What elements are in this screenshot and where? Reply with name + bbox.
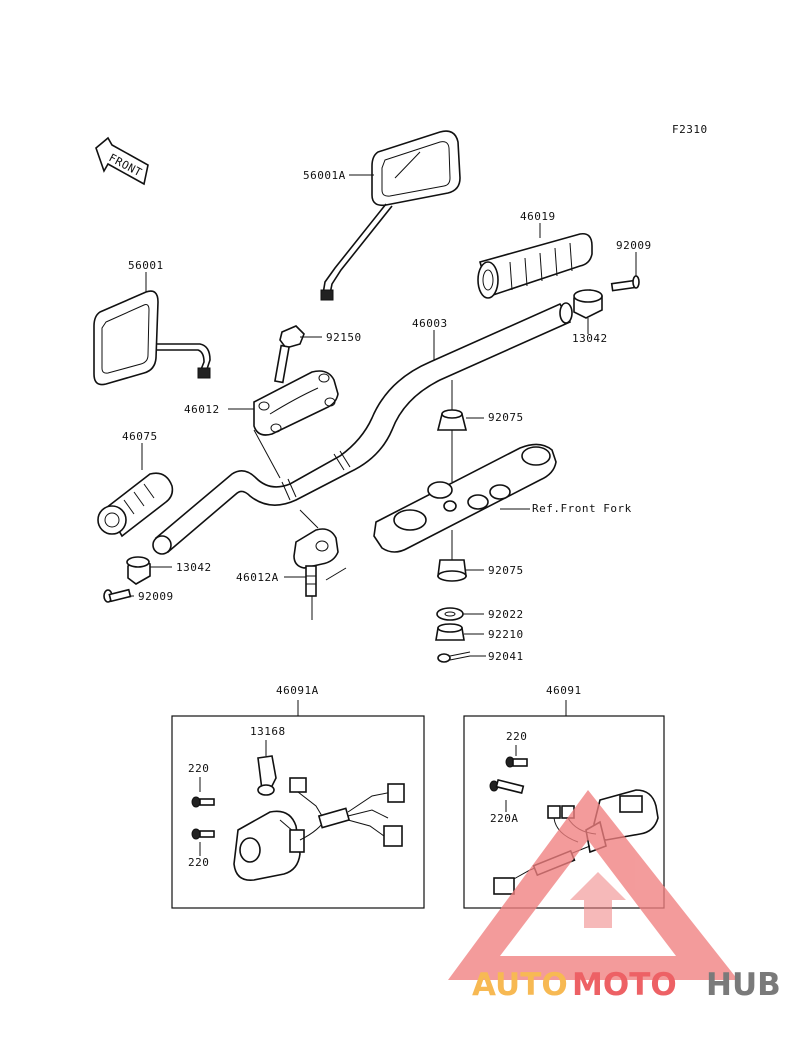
left-switch-title: 46091A	[276, 684, 319, 697]
callout-washer: 92022	[488, 608, 524, 621]
left-switch-frame	[171, 715, 425, 909]
left-switch-housing-icon	[233, 810, 305, 881]
left-switch-box: 46091A 13168 220 220	[171, 684, 425, 909]
screw-top-icon	[191, 796, 215, 808]
callout-cotter-pin: 92041	[488, 650, 524, 663]
callout-grip-right: 46019	[520, 210, 556, 223]
callout-collar-left: 13042	[176, 561, 212, 574]
callout-bolt-92009-right: 92009	[616, 239, 652, 252]
callout-nut: 92210	[488, 628, 524, 641]
grip-left-icon	[97, 472, 174, 538]
collar-right-icon	[573, 289, 603, 319]
cotter-pin-icon	[437, 651, 471, 663]
switch-13168-icon	[257, 755, 277, 796]
bolt-left-icon	[103, 588, 132, 603]
bolt-92150-icon	[274, 325, 305, 384]
right-screw-220a-label: 220A	[490, 812, 519, 825]
callout-holder-upper: 46012	[184, 403, 220, 416]
damper-upper-icon	[436, 409, 468, 431]
callout-damper-lower: 92075	[488, 564, 524, 577]
mirror-left-icon	[93, 290, 211, 386]
bolt-right-icon	[610, 275, 640, 292]
left-screw-bottom-label: 220	[188, 856, 209, 869]
screw-220a-icon	[489, 778, 525, 794]
grip-right-icon	[477, 232, 593, 299]
callout-grip-left: 46075	[122, 430, 158, 443]
washer-icon	[436, 607, 464, 621]
triple-clamp-icon	[373, 443, 557, 553]
watermark-logo: AUTO MOTO HUB	[448, 790, 781, 1003]
screw-bottom-icon	[191, 828, 215, 840]
front-arrow-icon: FRONT	[95, 136, 149, 186]
watermark-auto: AUTO	[472, 967, 568, 1003]
watermark-hub: HUB	[706, 967, 781, 1003]
screw-220-icon	[505, 756, 528, 768]
holder-upper-icon	[253, 370, 339, 436]
callout-handlebar: 46003	[412, 317, 448, 330]
callout-collar-right: 13042	[572, 332, 608, 345]
collar-left-icon	[126, 556, 151, 585]
right-switch-title: 46091	[546, 684, 582, 697]
right-screw-220-label: 220	[506, 730, 527, 743]
handlebar-icon	[152, 302, 573, 555]
right-switch-frame	[463, 715, 665, 909]
damper-lower-icon	[437, 559, 467, 582]
left-switch-wiring-icon	[289, 777, 405, 847]
callout-bolt-92009-left: 92009	[138, 590, 174, 603]
left-screw-top-label: 220	[188, 762, 209, 775]
callout-holder-lower: 46012A	[236, 571, 279, 584]
mirror-right-icon	[320, 130, 461, 301]
watermark-triangle-icon	[448, 790, 738, 980]
callout-bolt-92150: 92150	[326, 331, 362, 344]
figure-code: F2310	[672, 123, 708, 136]
nut-icon	[435, 623, 465, 641]
holder-lower-icon	[293, 528, 339, 597]
callout-damper-upper: 92075	[488, 411, 524, 424]
callout-front-fork-ref: Ref.Front Fork	[532, 502, 632, 515]
callout-mirror-left: 56001	[128, 259, 164, 272]
callout-mirror-right: 56001A	[303, 169, 346, 182]
watermark-moto: MOTO	[572, 967, 677, 1003]
left-part-13168: 13168	[250, 725, 286, 738]
